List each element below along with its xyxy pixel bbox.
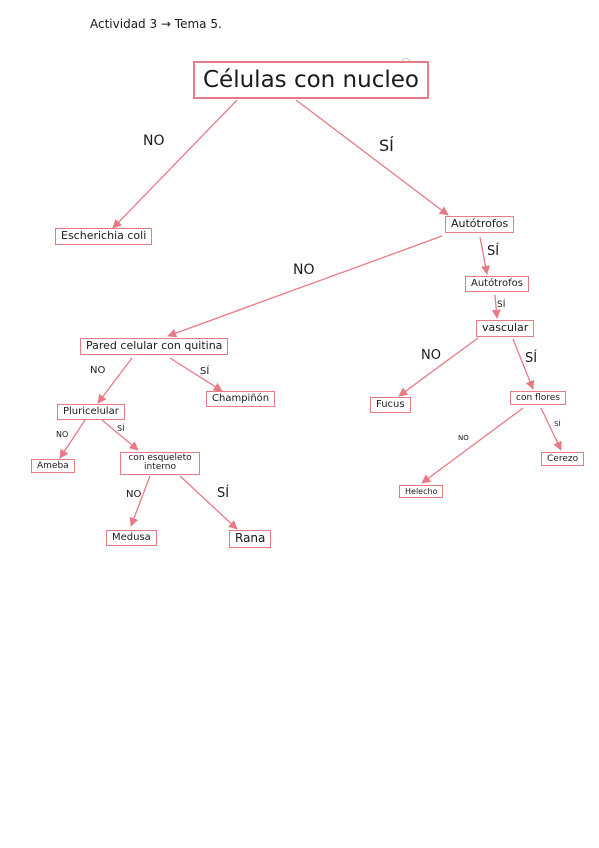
label-esq-si: SÍ xyxy=(217,486,230,501)
node-rana: Rana xyxy=(229,530,272,548)
edge-vascular-conflores xyxy=(512,338,535,390)
label-pluri-si: SÍ xyxy=(117,424,125,433)
node-medusa: Medusa xyxy=(106,530,157,546)
edge-vascular-fucus xyxy=(398,337,479,397)
label-flores-no: NO xyxy=(458,434,469,442)
label-esq-no: NO xyxy=(126,489,142,500)
edge-pluri-ameba xyxy=(59,419,86,459)
label-auto2-si: SÍ xyxy=(497,300,506,310)
node-con-flores: con flores xyxy=(510,391,566,406)
node-autotrofos-2: Autótrofos xyxy=(465,276,529,292)
label-vascular-no: NO xyxy=(421,348,441,363)
node-pluricelular: Pluricelular xyxy=(57,404,125,420)
node-helecho: Helecho xyxy=(399,485,444,499)
edge-conflores-cerezo xyxy=(540,407,562,451)
label-auto1-no: NO xyxy=(293,262,315,278)
edge-esqueleto-rana xyxy=(179,475,238,530)
edge-conflores-helecho xyxy=(421,407,524,484)
label-vascular-si: SÍ xyxy=(525,351,538,366)
edge-auto1-auto2 xyxy=(479,236,490,275)
label-pared-no: NO xyxy=(90,365,106,376)
node-fucus: Fucus xyxy=(370,397,411,413)
edge-pared-champinon xyxy=(169,357,223,392)
label-flores-si: SÍ xyxy=(554,420,561,428)
label-root-no: NO xyxy=(143,133,165,149)
edge-root-autotrofos xyxy=(295,99,449,216)
label-root-si: SÍ xyxy=(379,136,394,155)
node-champinon: Champiñón xyxy=(206,391,276,407)
edge-pluri-esqueleto xyxy=(101,419,139,451)
node-ameba: Ameba xyxy=(31,459,75,474)
edge-auto1-pared xyxy=(167,235,443,338)
edge-auto2-vascular xyxy=(491,294,501,319)
label-pluri-no: NO xyxy=(56,430,69,439)
edge-root-escherichia xyxy=(112,99,238,229)
edge-pared-pluricelular xyxy=(97,357,133,404)
label-auto1-si: SÍ xyxy=(487,244,500,259)
node-autotrofos-1: Autótrofos xyxy=(445,216,515,233)
node-vascular: vascular xyxy=(476,320,535,337)
page-header: Actividad 3 → Tema 5. xyxy=(90,17,222,31)
node-escherichia-coli: Escherichia coli xyxy=(55,228,153,245)
node-cerezo: Cerezo xyxy=(541,452,585,467)
node-con-esqueleto-interno: con esqueleto interno xyxy=(120,452,200,475)
node-celulas-con-nucleo: Células con nucleo xyxy=(193,61,429,100)
edge-esqueleto-medusa xyxy=(129,475,151,527)
node-pared-celular: Pared celular con quitina xyxy=(80,338,229,355)
label-pared-si: SÍ xyxy=(200,366,210,377)
